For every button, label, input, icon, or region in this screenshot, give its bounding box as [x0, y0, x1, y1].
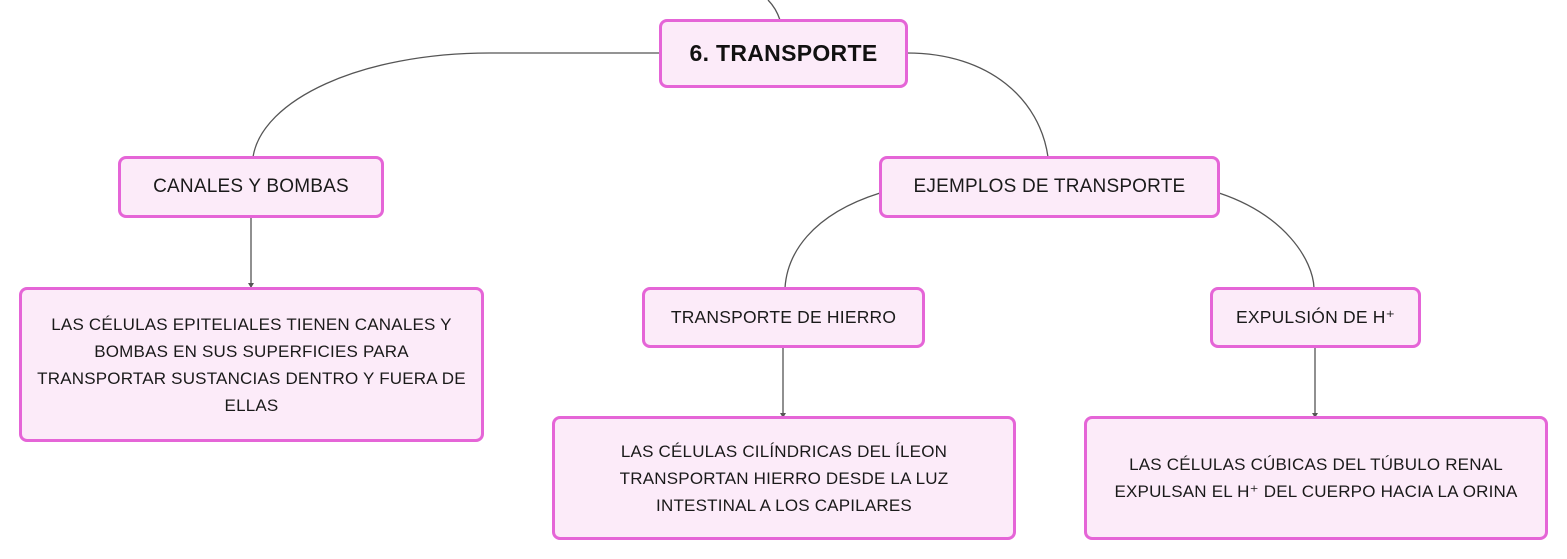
ejemplos-de-transporte-node[interactable]: EJEMPLOS DE TRANSPORTE	[879, 156, 1220, 218]
ejemplos-de-transporte-label: EJEMPLOS DE TRANSPORTE	[913, 176, 1186, 197]
arrowhead	[248, 283, 254, 288]
transporte-de-hierro-label: TRANSPORTE DE HIERRO	[670, 307, 897, 327]
connector-ejemplos-to-expulsion	[1218, 192, 1315, 289]
hierro-detail-text: LAS CÉLULAS CILÍNDRICAS DEL ÍLEON TRANSP…	[619, 441, 949, 515]
canales-detail-text: LAS CÉLULAS EPITELIALES TIENEN CANALES Y…	[37, 314, 466, 415]
hierro-detail-node[interactable]: LAS CÉLULAS CILÍNDRICAS DEL ÍLEON TRANSP…	[552, 416, 1016, 540]
arrowhead	[1312, 413, 1318, 418]
canales-y-bombas-node[interactable]: CANALES Y BOMBAS	[118, 156, 384, 218]
expulsion-de-h-node[interactable]: EXPULSIÓN DE H⁺	[1210, 287, 1421, 348]
root-topic-node[interactable]: 6. TRANSPORTE	[659, 19, 908, 88]
canales-detail-node[interactable]: LAS CÉLULAS EPITELIALES TIENEN CANALES Y…	[19, 287, 484, 442]
connector-root-to-canales	[252, 52, 660, 158]
connector-ejemplos-to-hierro	[784, 192, 881, 289]
connector-parent-to-root	[767, 0, 781, 21]
expulsion-detail-text: LAS CÉLULAS CÚBICAS DEL TÚBULO RENAL EXP…	[1114, 455, 1518, 501]
transporte-de-hierro-node[interactable]: TRANSPORTE DE HIERRO	[642, 287, 925, 348]
expulsion-detail-node[interactable]: LAS CÉLULAS CÚBICAS DEL TÚBULO RENAL EXP…	[1084, 416, 1548, 540]
connector-root-to-ejemplos	[906, 52, 1049, 158]
expulsion-de-h-label: EXPULSIÓN DE H⁺	[1235, 307, 1396, 327]
root-topic-label: 6. TRANSPORTE	[689, 40, 878, 66]
canales-y-bombas-label: CANALES Y BOMBAS	[153, 176, 349, 197]
arrowhead	[780, 413, 786, 418]
